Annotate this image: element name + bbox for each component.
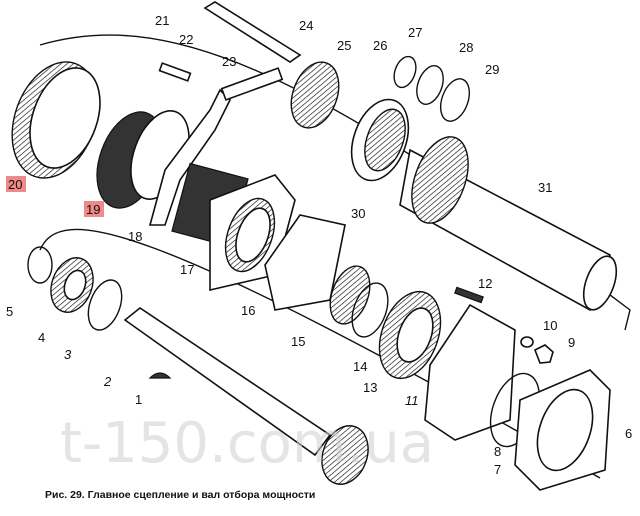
label-11: 11 (405, 393, 419, 408)
label-5: 5 (6, 304, 13, 319)
part-20-ring (11, 61, 101, 179)
label-16: 16 (241, 303, 255, 318)
part-16-gasket (264, 214, 346, 311)
label-28: 28 (459, 40, 473, 55)
part-28-ring (416, 65, 444, 105)
part-5-circlip (27, 246, 53, 284)
label-20-highlight (6, 176, 26, 192)
assembly-axis-lower (39, 228, 601, 479)
label-26: 26 (373, 38, 387, 53)
label-10: 10 (543, 318, 557, 333)
label-6: 6 (625, 426, 632, 441)
label-17: 17 (180, 262, 194, 277)
label-19-highlight (84, 201, 104, 217)
label-9: 9 (568, 335, 575, 350)
label-24: 24 (299, 18, 313, 33)
figure-caption: Рис. 29. Главное сцепление и вал отбора … (45, 489, 316, 501)
part-3-ring (87, 279, 123, 331)
part-13-bearing (378, 290, 442, 380)
part-29-ring (439, 78, 471, 122)
label-2: 2 (103, 374, 112, 389)
label-31: 31 (538, 180, 552, 195)
watermark: t-150.com.ua (60, 411, 434, 476)
label-25: 25 (337, 38, 351, 53)
label-15: 15 (291, 334, 305, 349)
part-labels: 1 2 3 4 5 6 7 8 9 10 11 12 13 14 15 16 1… (6, 13, 632, 477)
label-30: 30 (351, 206, 365, 221)
part-2-shaft (123, 307, 332, 457)
part-14-ring (351, 282, 389, 338)
part-12-stud (454, 286, 484, 304)
part-9-nut (533, 344, 554, 364)
part-18-fork (148, 88, 231, 226)
part-27-ring (393, 55, 417, 89)
part-1-key (148, 372, 172, 379)
label-20: 20 (8, 177, 22, 192)
label-7: 7 (494, 462, 501, 477)
label-14: 14 (353, 359, 367, 374)
label-13: 13 (363, 380, 377, 395)
label-12: 12 (478, 276, 492, 291)
label-1: 1 (135, 392, 142, 407)
label-8: 8 (494, 444, 501, 459)
part-7-seal (536, 388, 594, 472)
label-27: 27 (408, 25, 422, 40)
label-4: 4 (38, 330, 45, 345)
label-22: 22 (179, 32, 193, 47)
label-29: 29 (485, 62, 499, 77)
part-22-bolt (158, 62, 192, 82)
label-18: 18 (128, 229, 142, 244)
part-10-washer (520, 336, 534, 348)
part-26-bearing (350, 98, 410, 182)
label-23: 23 (222, 54, 236, 69)
part-15-bearing (329, 265, 371, 325)
part-24-lever (203, 1, 302, 63)
part-31-shaft (399, 136, 618, 312)
part-25-gear (290, 61, 340, 129)
part-23-pin (220, 67, 284, 101)
label-3: 3 (64, 347, 72, 362)
part-4-bearing (50, 257, 94, 313)
label-21: 21 (155, 13, 169, 28)
label-19: 19 (86, 202, 100, 217)
part-2-bevel-gear (321, 425, 369, 485)
